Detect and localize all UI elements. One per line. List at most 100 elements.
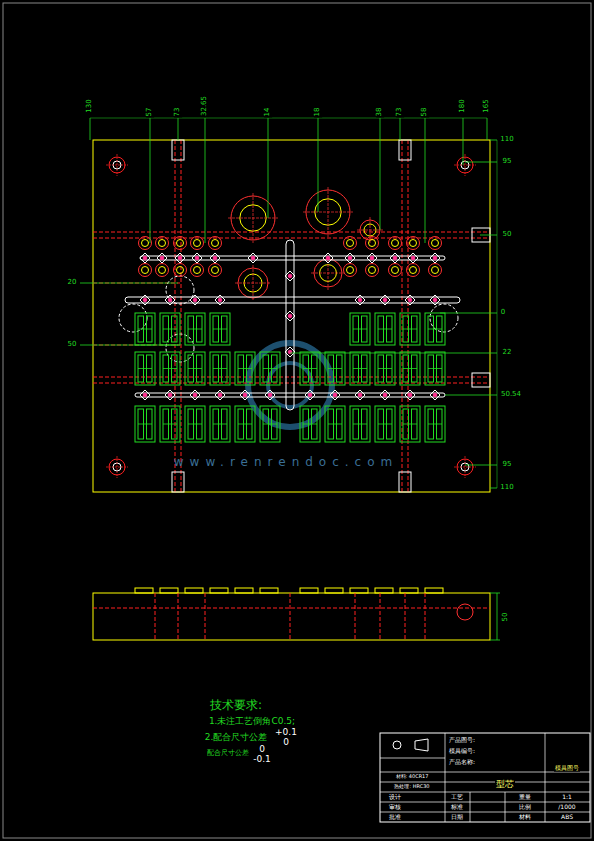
core-pin	[389, 237, 402, 250]
gate-point	[411, 256, 415, 260]
side-view-core	[375, 588, 393, 593]
side-view-core	[235, 588, 253, 593]
cavity	[135, 406, 155, 442]
gate	[285, 347, 295, 357]
technical-note: 技术要求:	[209, 699, 263, 712]
gate	[330, 390, 340, 400]
core-pin	[410, 267, 417, 274]
extension-line	[380, 118, 381, 230]
projection-symbol	[415, 739, 428, 751]
core-pin	[191, 264, 204, 277]
dimension-label: 130	[86, 98, 94, 113]
extension-line	[205, 118, 206, 243]
side-view-core	[210, 588, 228, 593]
cavity-rib	[353, 368, 367, 369]
technical-note: 0	[282, 738, 290, 748]
cavity	[375, 352, 395, 385]
dimension-label: 165	[483, 98, 491, 113]
core-pin	[159, 240, 166, 247]
cavity	[135, 352, 155, 385]
side-view-core	[185, 588, 203, 593]
guide-boss	[430, 304, 458, 332]
gate-point	[143, 256, 147, 260]
cavity-rib	[428, 424, 442, 425]
title-block-cell: 模具编号:	[448, 748, 476, 755]
cavity	[300, 406, 320, 442]
gate	[140, 295, 150, 305]
core-pin	[347, 240, 354, 247]
dimension-label: 110	[499, 484, 514, 492]
cavity-rib	[163, 424, 177, 425]
technical-note: 配合尺寸公差	[206, 750, 250, 758]
gate	[140, 390, 150, 400]
mold-plate	[93, 140, 490, 492]
dimension-label: 58	[421, 107, 429, 118]
watermark: www.renrendoc.com	[173, 456, 399, 469]
cavity	[185, 313, 205, 345]
cavity-rib	[428, 368, 442, 369]
dimension-label: 73	[174, 107, 182, 118]
table-rule	[380, 812, 590, 813]
center-line	[117, 456, 118, 478]
core-pin	[389, 264, 402, 277]
cavity-rib	[328, 368, 342, 369]
dimension-baseline	[497, 140, 498, 488]
center-line	[465, 154, 466, 176]
gate-point	[143, 298, 147, 302]
plug	[399, 140, 411, 160]
cavity	[350, 352, 370, 385]
gate	[380, 390, 390, 400]
gate-point	[218, 393, 222, 397]
dimension-label: 73	[396, 107, 404, 118]
gate-point	[408, 393, 412, 397]
table-rule	[470, 792, 471, 822]
runner	[135, 393, 445, 397]
gate-point	[193, 298, 197, 302]
gate-point	[143, 393, 147, 397]
title-block-cell: 产品名称:	[448, 759, 476, 766]
core-pin	[159, 267, 166, 274]
core-pin	[142, 267, 149, 274]
cavity-rib	[138, 424, 152, 425]
cooling-channel	[93, 377, 490, 378]
dimension-label: 14	[264, 107, 272, 118]
cavity	[260, 406, 280, 442]
gate-point	[433, 256, 437, 260]
side-view-channel	[290, 593, 291, 640]
core-pin	[392, 240, 399, 247]
gate	[355, 295, 365, 305]
core-pin	[174, 237, 187, 250]
side-view-core	[400, 588, 418, 593]
core-pin	[156, 237, 169, 250]
leader-line	[290, 353, 497, 354]
cavity	[185, 352, 205, 385]
cavity	[300, 352, 320, 385]
side-view-channel	[355, 593, 356, 640]
cavity-rib	[188, 368, 202, 369]
cavity-rib	[353, 424, 367, 425]
center-line	[328, 256, 329, 290]
table-rule	[380, 792, 590, 793]
core-pin	[407, 237, 420, 250]
gate	[380, 295, 390, 305]
center-line	[253, 193, 254, 243]
center-line	[370, 217, 371, 243]
side-view-core	[160, 588, 178, 593]
gate	[430, 390, 440, 400]
side-view-channel	[380, 593, 381, 640]
gate	[192, 253, 202, 263]
center-line	[117, 154, 118, 176]
dimension-label: 0	[500, 309, 506, 317]
side-view-channel	[205, 593, 206, 640]
leader-line	[445, 395, 497, 396]
gate	[240, 390, 250, 400]
cavity-rib	[378, 368, 392, 369]
extension-line	[463, 118, 464, 165]
sheet-frame	[3, 3, 591, 838]
core-pin	[347, 267, 354, 274]
leader-line	[465, 465, 497, 466]
gate	[345, 253, 355, 263]
cavity-rib	[353, 329, 367, 330]
side-view-channel	[425, 593, 426, 640]
title-block-cell: 模具图号	[554, 765, 580, 772]
